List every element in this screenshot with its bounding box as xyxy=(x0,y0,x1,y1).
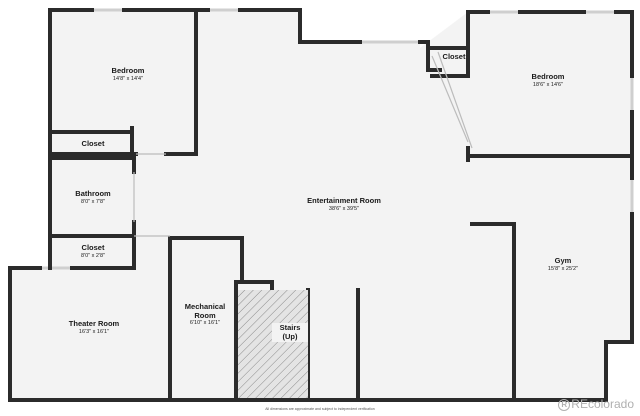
watermark-text: REcolorado xyxy=(571,397,634,411)
room-name: Theater Room xyxy=(68,319,120,328)
room-name-line1: Mechanical xyxy=(184,302,226,311)
door-openings xyxy=(133,51,473,237)
room-name: Bedroom xyxy=(531,72,565,81)
windows xyxy=(40,8,634,270)
room-name-line2: Room xyxy=(194,310,216,320)
stairs-label-line1: Stairs xyxy=(279,323,301,332)
room-name: Bathroom xyxy=(75,189,111,198)
room-dimensions: 6'10" x 16'1" xyxy=(189,320,221,327)
room-gym: Gym 15'8" x 25'2" xyxy=(530,256,596,272)
stairs-hatch xyxy=(238,290,308,398)
floor-area xyxy=(10,10,632,400)
room-closet-left: Closet xyxy=(70,139,116,149)
room-stairs: Stairs (Up) xyxy=(272,323,308,343)
room-name: Closet xyxy=(442,52,466,61)
walls xyxy=(8,8,634,402)
disclaimer-footnote: All dimensions are approximate and subje… xyxy=(265,407,375,411)
room-name: Closet xyxy=(81,139,105,148)
room-name: Bedroom xyxy=(111,66,145,75)
room-mechanical: Mechanical Room 6'10" x 16'1" xyxy=(174,302,236,327)
room-bedroom-right: Bedroom 18'6" x 14'6" xyxy=(506,72,590,88)
watermark-badge-icon: R xyxy=(558,399,571,411)
room-dimensions: 18'6" x 14'6" xyxy=(532,81,564,88)
room-dimensions: 14'8" x 14'4" xyxy=(112,75,144,82)
room-theater: Theater Room 16'3" x 16'1" xyxy=(50,319,138,335)
room-name: Gym xyxy=(554,256,572,265)
stairs-label-line2: (Up) xyxy=(282,331,298,341)
room-dimensions: 38'6" x 39'5" xyxy=(328,205,360,212)
room-dimensions: 8'0" x 2'8" xyxy=(80,252,106,259)
room-closet-small: Closet 8'0" x 2'8" xyxy=(60,243,126,259)
room-bedroom-left: Bedroom 14'8" x 14'4" xyxy=(88,66,168,82)
room-name: Closet xyxy=(81,243,105,252)
room-dimensions: 8'0" x 7'8" xyxy=(80,198,106,205)
room-dimensions: 15'8" x 25'2" xyxy=(547,265,579,272)
room-closet-right: Closet xyxy=(434,52,474,62)
room-dimensions: 16'3" x 16'1" xyxy=(78,328,110,335)
room-entertainment: Entertainment Room 38'6" x 39'5" xyxy=(284,196,404,212)
room-name: Entertainment Room xyxy=(307,196,381,205)
room-bathroom: Bathroom 8'0" x 7'8" xyxy=(60,189,126,205)
